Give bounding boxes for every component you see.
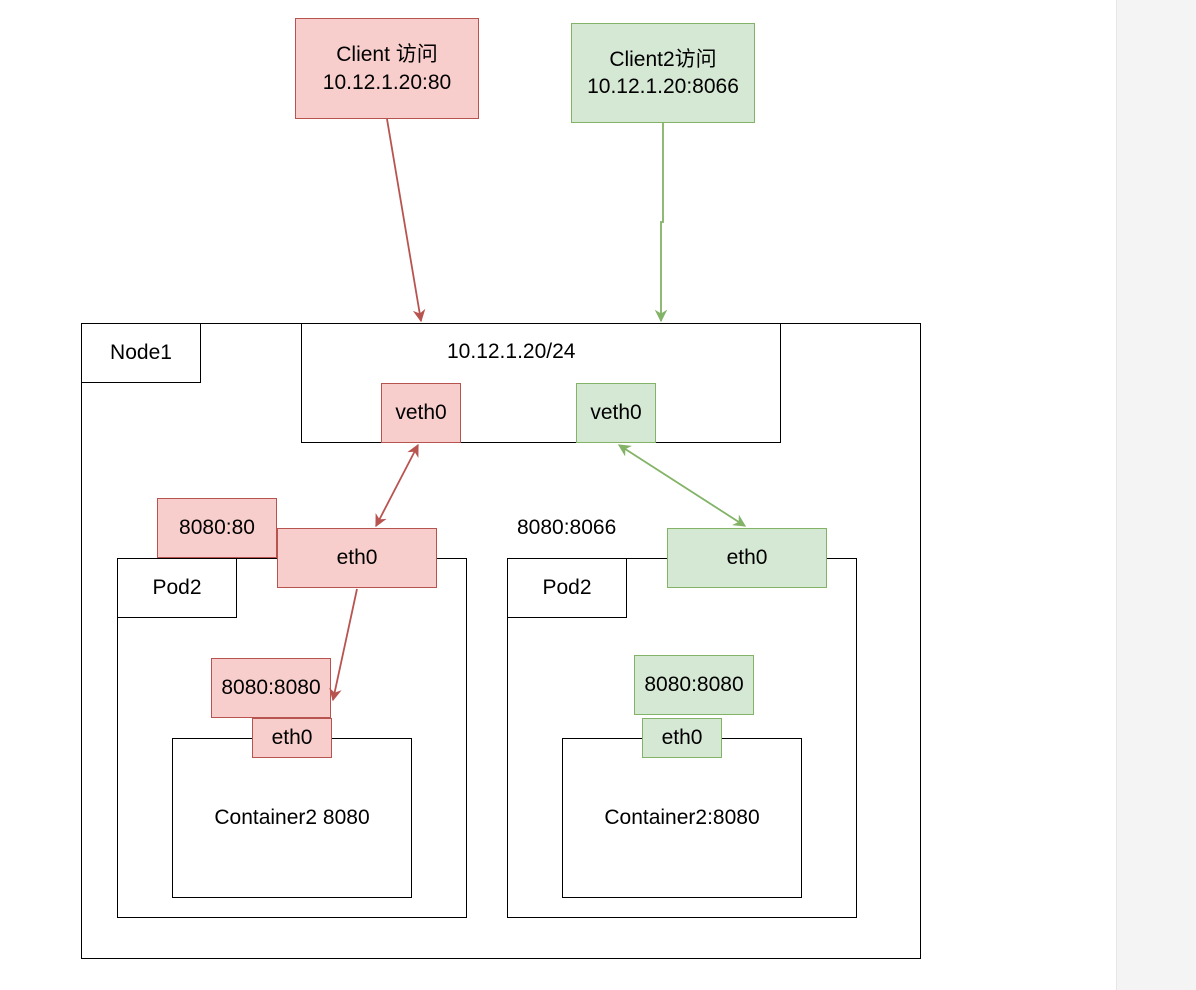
client2-title: Client2访问 [609, 47, 717, 71]
veth-left: veth0 [381, 383, 461, 443]
client1-to-node-arrow [386, 118, 426, 323]
client2-address: 10.12.1.20:8066 [587, 75, 739, 98]
client2-box: Client2访问 10.12.1.20:8066 [571, 23, 755, 123]
pod-left-port-map: 8080:80 [157, 498, 277, 558]
container-right-eth: eth0 [642, 718, 722, 758]
node1-label: Node1 [81, 323, 201, 383]
client2-to-node-arrow [654, 123, 668, 323]
container-left-port-map: 8080:8080 [211, 658, 331, 718]
container-right-port-map: 8080:8080 [634, 655, 754, 715]
pod-right-port-map: 8080:8066 [517, 516, 617, 539]
client1-box: Client 访问 10.12.1.20:80 [295, 18, 479, 119]
container-right: Container2:8080 [562, 738, 802, 898]
pod-right-label: Pod2 [507, 558, 627, 618]
node-ip-label: 10.12.1.20/24 [447, 340, 576, 363]
pod-left-label: Pod2 [117, 558, 237, 618]
pod-left-eth: eth0 [277, 528, 437, 588]
container-right-label: Container2:8080 [604, 806, 760, 830]
side-panel-strip [1116, 0, 1196, 990]
container-left-eth: eth0 [252, 718, 332, 758]
diagram-canvas: Node1 10.12.1.20/24 veth0 veth0 Pod2 808… [81, 18, 921, 959]
veth-right: veth0 [576, 383, 656, 443]
container-left-label: Container2 8080 [214, 806, 370, 830]
container-left: Container2 8080 [172, 738, 412, 898]
client1-address: 10.12.1.20:80 [322, 70, 452, 94]
pod-right-eth: eth0 [667, 528, 827, 588]
client1-title: Client 访问 [336, 43, 438, 67]
